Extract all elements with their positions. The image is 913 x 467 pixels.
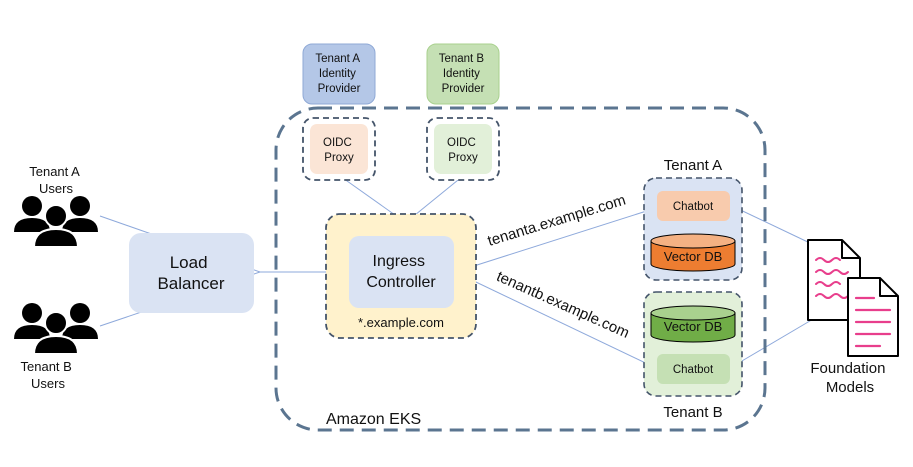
foundation-models: Foundation Models [807,239,899,396]
load-balancer-label: Load Balancer [157,253,224,293]
document-icon [847,277,899,357]
load-balancer: Load Balancer [129,233,254,313]
tenant-b-title: Tenant B [663,404,722,421]
tenant-a-identity-provider: Tenant A Identity Provider [302,43,376,105]
tenant-a-title: Tenant A [664,157,722,174]
line-oidc-b-to-ingress [414,175,464,216]
route-tenant-a: tenanta.example.com [486,192,628,250]
tenant-a-vector-db: Vector DB [650,233,736,272]
foundation-models-label: Foundation Models [810,360,889,396]
tenant-b-chatbot-label: Chatbot [673,364,714,376]
tenant-a-db-label: Vector DB [664,249,723,264]
ingress-controller: Ingress Controller *.example.com [325,213,477,339]
tenant-b-users: Tenant B Users [14,303,98,391]
tenant-a-users-label: Tenant A Users [29,164,83,196]
eks-cluster-boundary [274,106,767,432]
route-tenant-b: tenantb.example.com [494,268,632,342]
oidc-proxy-b-label: OIDC Proxy [447,137,479,164]
tenant-b-chatbot [657,354,730,384]
line-oidc-a-to-ingress [339,175,396,216]
eks-label: Amazon EKS [326,411,421,428]
users-group-icon [14,303,98,355]
tenant-a-namespace: Tenant A Chatbot Vector DB [643,157,743,281]
line-ingress-to-chatbot-b [454,271,657,369]
tenant-b-identity-provider: Tenant B Identity Provider [426,43,500,105]
ingress-domain: *.example.com [358,315,444,330]
line-chatbot-b-to-models [729,314,821,369]
tenant-b-db-label: Vector DB [664,319,723,334]
tenant-a-oidc-proxy: OIDC Proxy [302,117,376,181]
tenant-b-vector-db: Vector DB [650,305,736,343]
tenant-a-chatbot [657,191,730,221]
users-group-icon [14,196,98,248]
oidc-proxy-a-label: OIDC Proxy [323,137,355,164]
tenant-b-namespace: Vector DB Chatbot Tenant B [643,291,743,421]
tenant-b-idp-label: Tenant B Identity Provider [439,53,488,95]
tenant-a-users: Tenant A Users [14,164,98,248]
line-ingress-to-chatbot-a [454,207,657,273]
load-balancer-box [129,233,254,313]
tenant-b-oidc-proxy: OIDC Proxy [426,117,500,181]
tenant-b-users-label: Tenant B Users [21,359,76,391]
tenant-a-chatbot-label: Chatbot [673,201,714,213]
ingress-inner-box [349,236,454,308]
ingress-label: Ingress Controller [366,253,436,291]
tenant-a-idp-label: Tenant A Identity Provider [315,53,362,95]
line-chatbot-a-to-models [729,204,813,245]
